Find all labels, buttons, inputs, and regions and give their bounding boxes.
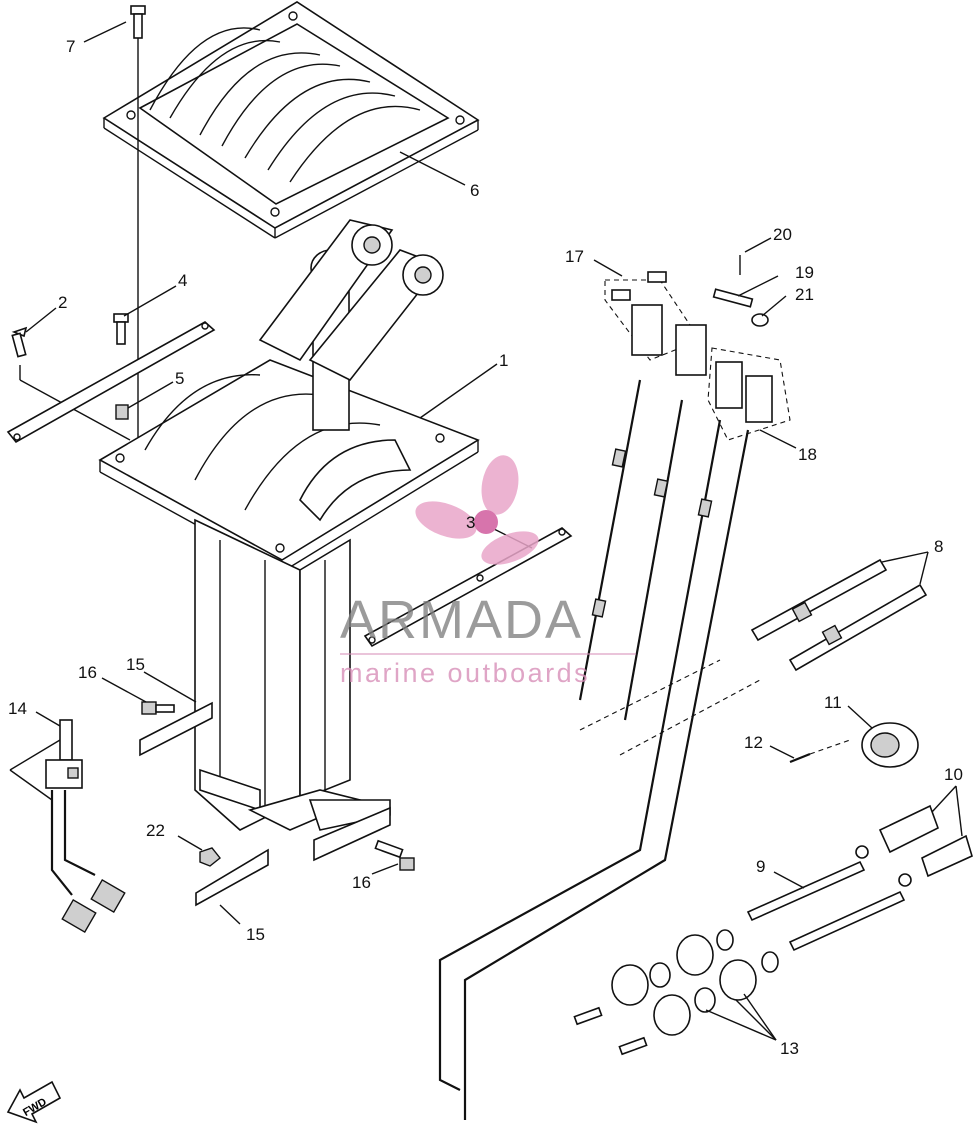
callout-15-lower: 15 <box>246 925 265 944</box>
callout-labels: 7 6 2 4 5 1 3 17 20 19 21 18 8 11 12 10 … <box>8 37 963 1058</box>
callout-3: 3 <box>466 513 475 532</box>
screw-part-12 <box>789 739 851 764</box>
callout-18: 18 <box>798 445 817 464</box>
callout-4: 4 <box>178 271 187 290</box>
callout-9: 9 <box>756 857 765 876</box>
cable-end-part-8 <box>750 558 928 672</box>
callout-15-upper: 15 <box>126 655 145 674</box>
callout-13: 13 <box>780 1039 799 1058</box>
throttle-shift-cables <box>438 379 761 1120</box>
callout-10: 10 <box>944 765 963 784</box>
callout-6: 6 <box>470 181 479 200</box>
fittings-part-13 <box>573 929 779 1056</box>
control-housing-part-1 <box>98 219 480 831</box>
callout-2: 2 <box>58 293 67 312</box>
bolt-part-16-upper <box>141 701 175 715</box>
callout-1: 1 <box>499 351 508 370</box>
armada-watermark: ARMADA marine outboards <box>340 455 636 688</box>
grommet-part-11 <box>861 722 919 768</box>
cable-connector-part-10 <box>855 804 973 887</box>
bolt-part-16-lower <box>374 839 415 871</box>
washer-part-21 <box>751 313 769 327</box>
callout-19: 19 <box>795 263 814 282</box>
watermark-brand: ARMADA <box>340 590 583 650</box>
mounting-plate-left <box>6 321 216 444</box>
callout-7: 7 <box>66 37 75 56</box>
propeller-logo <box>415 455 539 565</box>
callout-11: 11 <box>824 693 842 712</box>
callout-8: 8 <box>934 537 943 556</box>
forward-direction-arrow: FWD <box>6 1080 62 1124</box>
callout-14: 14 <box>8 699 27 718</box>
top-cover-part-6 <box>102 1 480 239</box>
leader-lines <box>25 21 963 1041</box>
spacer-part-15-lower <box>195 848 269 907</box>
screw-part-4 <box>113 313 129 345</box>
callout-16-upper: 16 <box>78 663 97 682</box>
spacer-block-lower <box>313 806 391 862</box>
spacer-part-15-upper <box>139 701 213 757</box>
callout-12: 12 <box>744 733 763 752</box>
watermark-tagline: marine outboards <box>340 658 590 688</box>
neutral-switch-part-14 <box>9 719 126 933</box>
callout-5: 5 <box>175 369 184 388</box>
cable-joint-part-17 <box>604 271 707 376</box>
callout-21: 21 <box>795 285 814 304</box>
callout-17: 17 <box>565 247 584 266</box>
screw-part-2 <box>11 326 131 441</box>
pin-part-19 <box>712 288 754 308</box>
nut-part-5 <box>115 404 129 420</box>
cable-end-part-18 <box>707 347 791 441</box>
callout-16-lower: 16 <box>352 873 371 892</box>
nut-part-22 <box>199 847 221 867</box>
callout-22: 22 <box>146 821 165 840</box>
cable-rod-part-9 <box>746 860 906 952</box>
callout-20: 20 <box>773 225 792 244</box>
